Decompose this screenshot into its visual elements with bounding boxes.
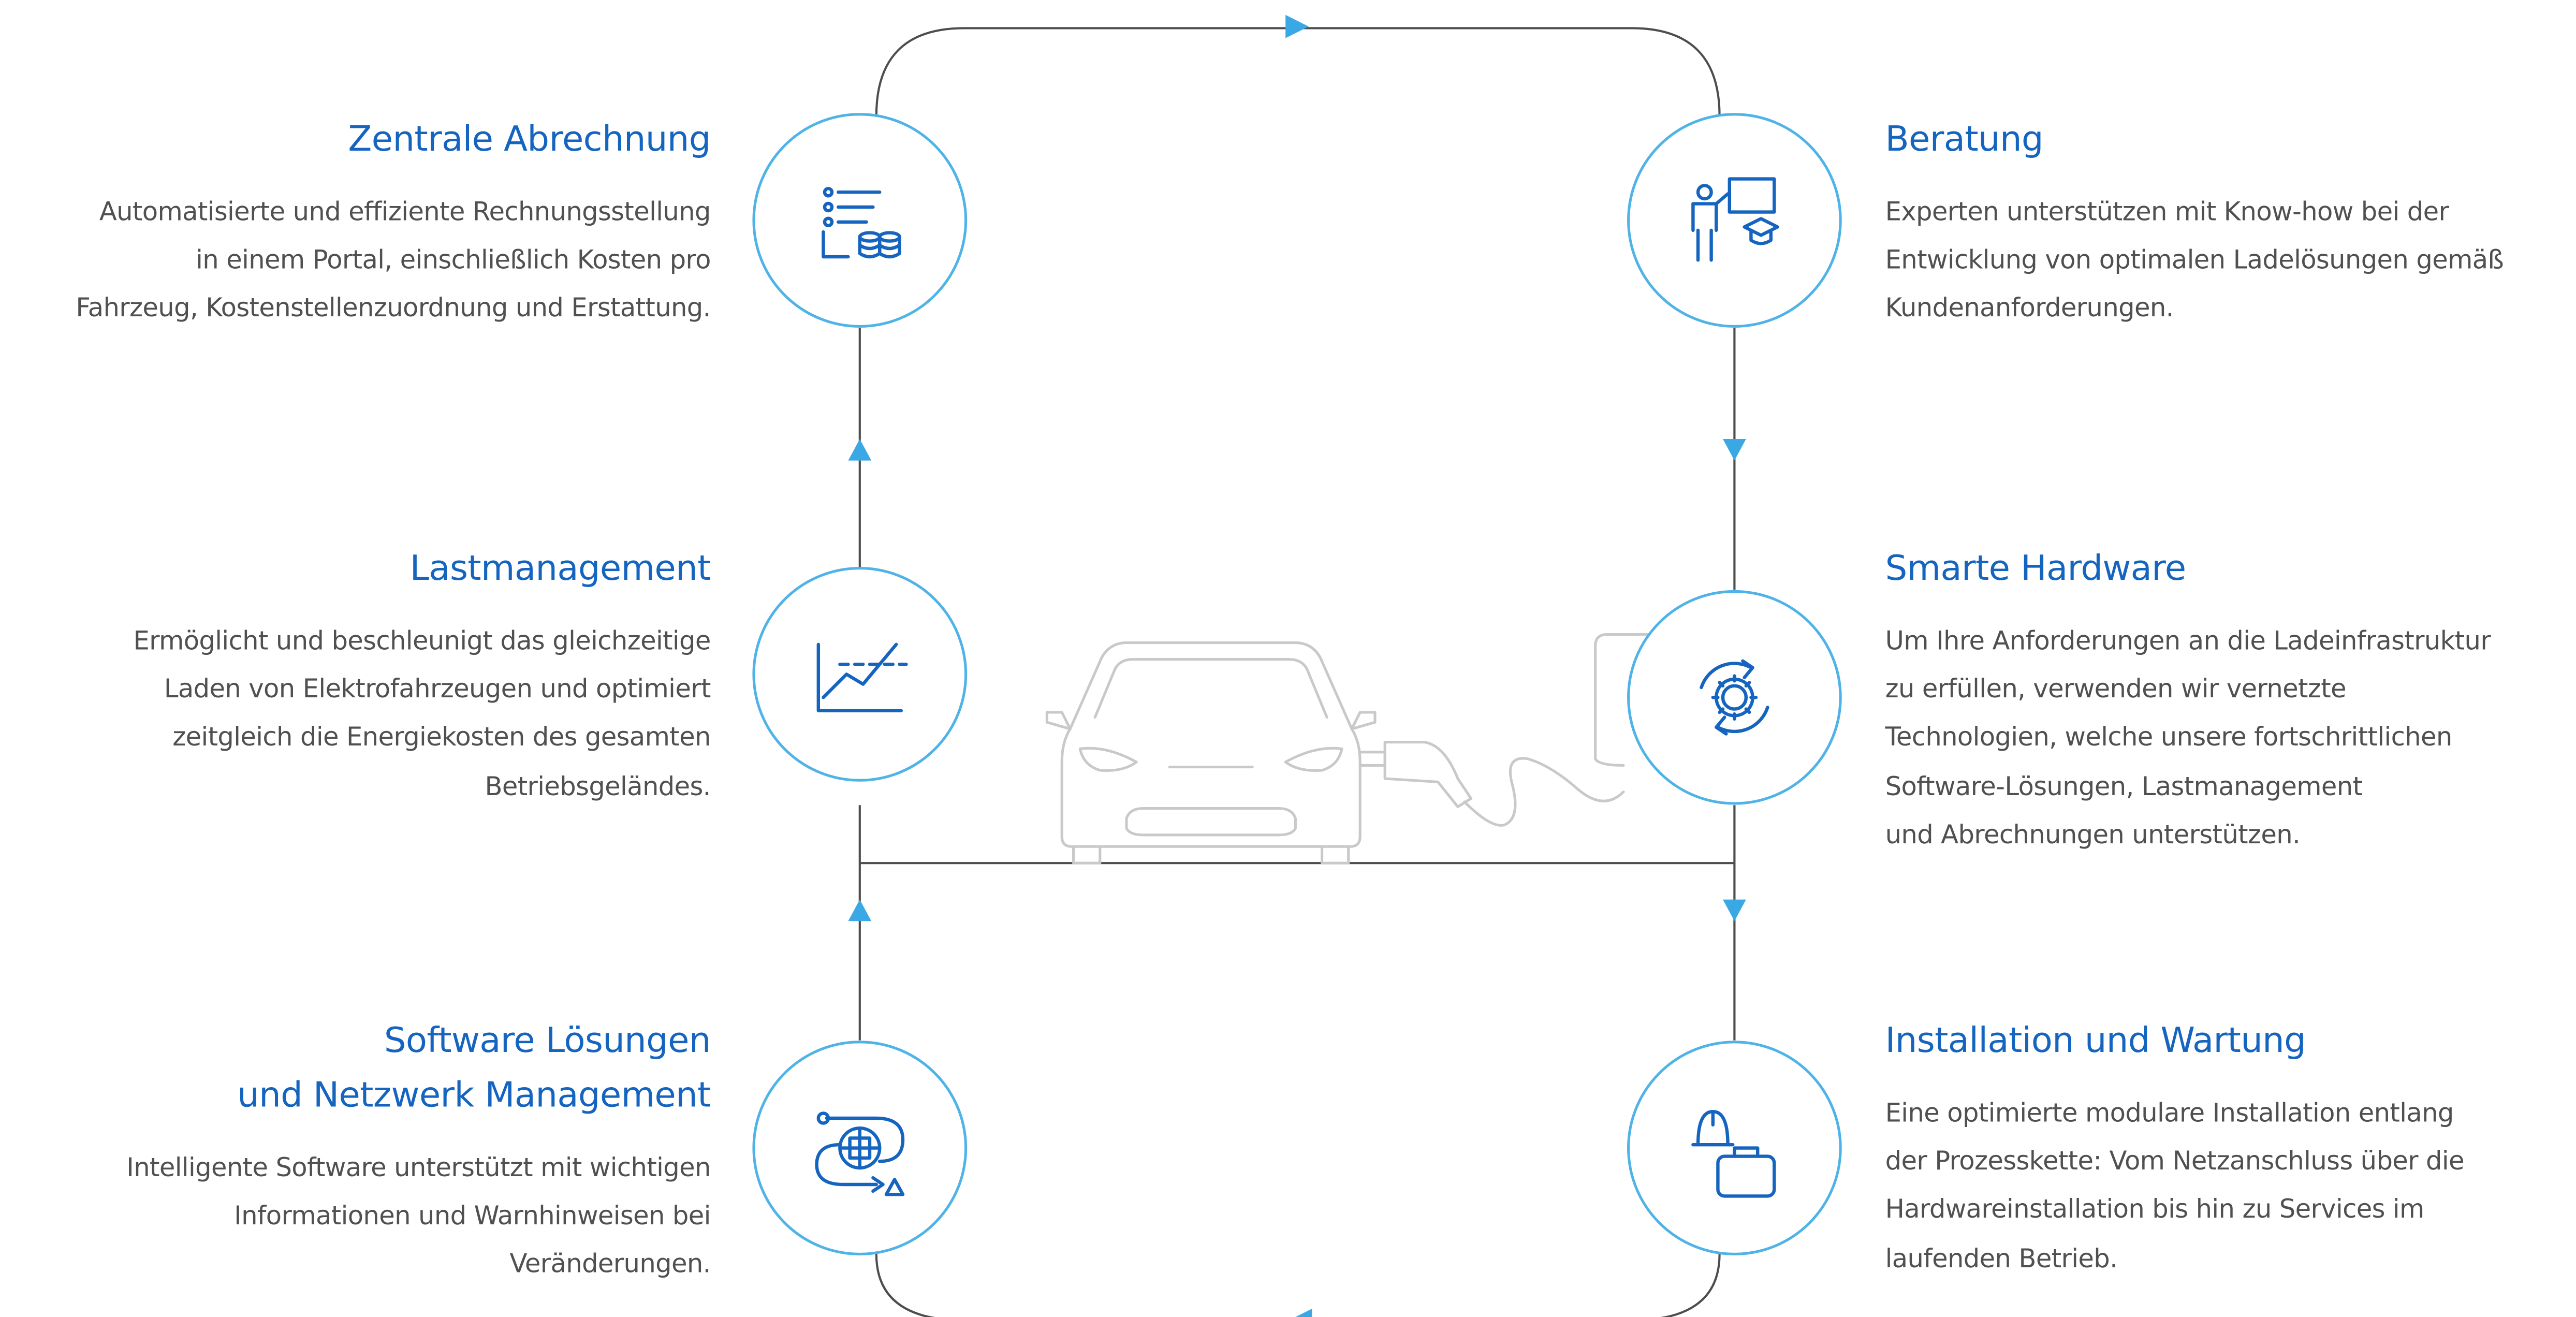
step-description-line: und Abrechnungen unterstützen. <box>1885 820 2301 850</box>
step-description-line: Automatisierte und effiziente Rechnungss… <box>99 197 711 227</box>
arrow-left-lower <box>848 899 872 921</box>
step-description-line: Intelligente Software unterstützt mit wi… <box>126 1153 711 1183</box>
direction-arrows <box>848 14 1746 1317</box>
step-description: Intelligente Software unterstützt mit wi… <box>126 1145 711 1290</box>
arrow-right-upper <box>1723 439 1746 461</box>
cycle-path <box>858 27 1736 1317</box>
step-title-line: Software Lösungen <box>384 1020 711 1060</box>
step-abrechnung: Zentrale Abrechnung Automatisierte und e… <box>76 113 711 334</box>
step-description-line: Ermöglicht und beschleunigt das gleichze… <box>133 626 711 656</box>
step-title-line: Zentrale Abrechnung <box>348 119 711 159</box>
step-description: Experten unterstützen mit Know-how bei d… <box>1885 189 2504 334</box>
step-description-line: der Prozesskette: Vom Netzanschluss über… <box>1885 1147 2465 1177</box>
step-description-line: Eine optimierte modulare Installation en… <box>1885 1098 2454 1129</box>
step-title: Smarte Hardware <box>1885 542 2491 596</box>
arrow-left-upper <box>848 439 872 461</box>
step-description-line: Veränderungen. <box>509 1250 711 1280</box>
gear-cycle-icon <box>1700 659 1769 736</box>
step-description-line: Entwicklung von optimalen Ladelösungen g… <box>1885 245 2504 275</box>
car-front-icon <box>1045 641 1377 865</box>
step-description-line: in einem Portal, einschließlich Kosten p… <box>196 245 711 275</box>
billing-list-coins-icon <box>822 186 901 259</box>
step-description-line: Um Ihre Anforderungen an die Ladeinfrast… <box>1885 626 2491 656</box>
step-installation: Installation und Wartung Eine optimierte… <box>1885 1014 2465 1284</box>
step-beratung: Beratung Experten unterstützen mit Know-… <box>1885 113 2504 334</box>
teacher-board-icon <box>1691 177 1779 262</box>
step-title: Installation und Wartung <box>1885 1014 2464 1069</box>
network-globe-icon <box>815 1111 905 1196</box>
step-title-line: Installation und Wartung <box>1885 1020 2306 1060</box>
arrow-right-lower <box>1723 899 1746 921</box>
step-smarte-hardware: Smarte Hardware Um Ihre Anforderungen an… <box>1885 542 2491 859</box>
step-description-line: laufenden Betrieb. <box>1885 1243 2118 1274</box>
step-title-line: Smarte Hardware <box>1885 548 2186 588</box>
step-title-line: und Netzwerk Management <box>237 1075 711 1115</box>
circle-lastmanagement <box>752 567 968 782</box>
helmet-toolbox-icon <box>1691 1110 1776 1198</box>
step-lastmanagement: Lastmanagement Ermöglicht und beschleuni… <box>133 542 711 812</box>
step-description-line: Hardwareinstallation bis hin zu Services… <box>1885 1195 2425 1225</box>
line-chart-icon <box>816 642 908 713</box>
step-title-line: Lastmanagement <box>409 548 711 588</box>
step-description-line: Laden von Elektrofahrzeugen und optimier… <box>164 675 711 705</box>
step-title: Lastmanagement <box>133 542 711 596</box>
step-title: Zentrale Abrechnung <box>76 113 711 168</box>
step-description-line: Betriebsgeländes. <box>485 771 711 801</box>
step-description-line: zeitgleich die Energiekosten des gesamte… <box>172 723 711 753</box>
step-software: Software Lösungen und Netzwerk Managemen… <box>126 1014 711 1290</box>
car-charging-illustration <box>1045 633 1651 865</box>
step-description-line: Technologien, welche unsere fortschrittl… <box>1885 723 2453 753</box>
arrow-top <box>1285 14 1309 38</box>
circle-smarte-hardware <box>1627 590 1842 805</box>
step-description-line: Kundenanforderungen. <box>1885 294 2174 324</box>
step-title-line: Beratung <box>1885 119 2044 159</box>
step-description: Ermöglicht und beschleunigt das gleichze… <box>133 618 711 812</box>
step-description: Um Ihre Anforderungen an die Ladeinfrast… <box>1885 618 2491 860</box>
step-description-line: Software-Lösungen, Lastmanagement <box>1885 771 2363 801</box>
step-circles <box>752 113 1842 1255</box>
circle-beratung <box>1627 113 1842 328</box>
step-description-line: Fahrzeug, Kostenstellenzuordnung und Ers… <box>76 294 711 324</box>
step-description: Automatisierte und effiziente Rechnungss… <box>76 189 711 334</box>
step-description-line: zu erfüllen, verwenden wir vernetzte <box>1885 675 2347 705</box>
step-title: Beratung <box>1885 113 2504 168</box>
step-description: Eine optimierte modulare Installation en… <box>1885 1090 2465 1284</box>
step-description-line: Informationen und Warnhinweisen bei <box>234 1201 711 1232</box>
wallbox-icon <box>1594 633 1651 767</box>
charging-plug-icon <box>1358 741 1625 827</box>
step-title: Software Lösungen und Netzwerk Managemen… <box>126 1014 711 1123</box>
step-description-line: Experten unterstützen mit Know-how bei d… <box>1885 197 2449 227</box>
arrow-bottom <box>1295 1309 1312 1317</box>
